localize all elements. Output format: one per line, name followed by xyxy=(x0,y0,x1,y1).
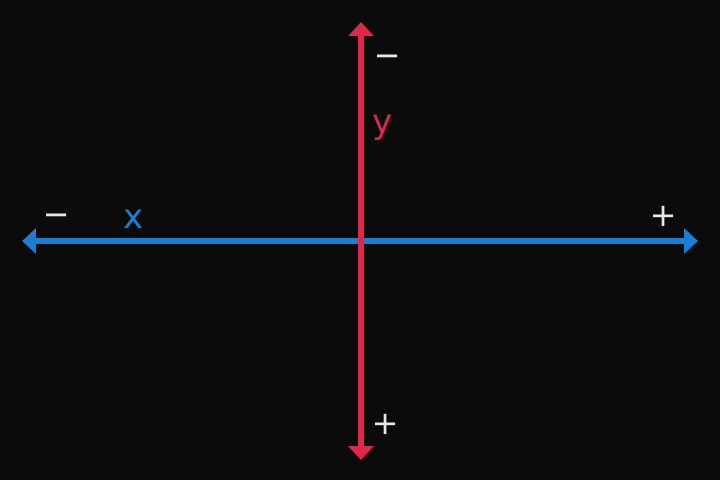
x-axis-negative-sign: − xyxy=(43,195,70,233)
x-axis-positive-sign: + xyxy=(650,196,677,234)
y-axis: y − + xyxy=(348,22,400,460)
y-axis-label: y xyxy=(372,102,392,142)
x-axis-left-arrowhead xyxy=(22,228,36,254)
y-axis-negative-sign: − xyxy=(374,36,401,74)
x-axis-label: x xyxy=(123,197,143,237)
y-axis-positive-sign: + xyxy=(372,404,399,442)
y-axis-top-arrowhead xyxy=(348,22,374,36)
x-axis-right-arrowhead xyxy=(684,228,698,254)
y-axis-bottom-arrowhead xyxy=(348,446,374,460)
